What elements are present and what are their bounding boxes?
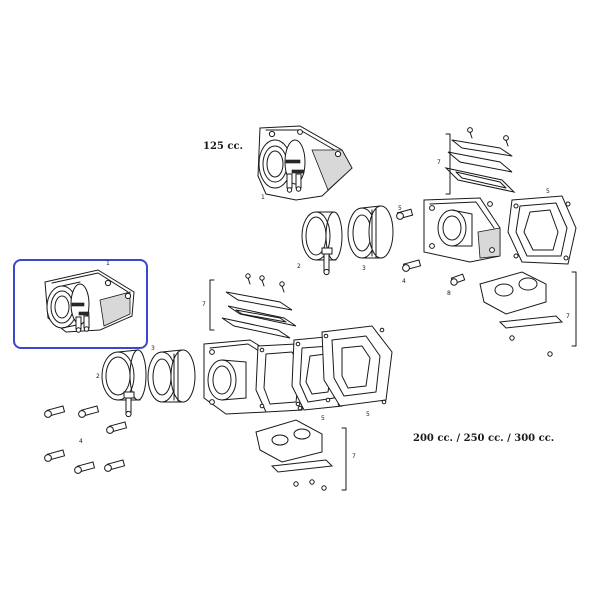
callout-2-125: 2 (297, 263, 301, 270)
screw-8[interactable] (450, 273, 466, 286)
selected-part-highlight[interactable] (13, 259, 148, 349)
callout-4-right: 4 (402, 278, 406, 285)
bolt-125cc-lower[interactable] (402, 259, 422, 272)
reed-valve-manifold-125cc[interactable] (423, 197, 501, 263)
callout-7-lower: 7 (352, 453, 356, 460)
caption-200-250-300cc: 200 cc. / 250 cc. / 300 cc. (413, 433, 554, 444)
gasket-screws-center[interactable] (245, 273, 285, 293)
callout-5-bolt: 5 (398, 205, 402, 212)
callout-5-top: 5 (546, 188, 550, 195)
bolt-set-left[interactable] (44, 405, 128, 474)
callout-1-highlight: 1 (106, 260, 110, 267)
gasket-set-center[interactable] (209, 279, 297, 339)
reed-block-plate-c[interactable] (321, 325, 393, 407)
reed-block-plate-125cc[interactable] (507, 195, 577, 265)
gasket-set-lower[interactable] (255, 419, 347, 491)
gasket-set-125cc[interactable] (444, 133, 516, 195)
gasket-screws-125cc[interactable] (467, 127, 509, 147)
callout-3-125: 3 (362, 265, 366, 272)
highlighted-intake-manifold[interactable] (44, 269, 135, 333)
callout-2-large: 2 (96, 373, 100, 380)
callout-7-center: 7 (202, 301, 206, 308)
intake-manifold-125cc[interactable] (257, 125, 353, 201)
gasket-set-right-lower[interactable] (479, 271, 577, 357)
callout-5-right: 5 (366, 411, 370, 418)
callout-4-left: 4 (79, 438, 83, 445)
hose-clamp-large[interactable] (101, 349, 147, 418)
bolt-125cc-upper[interactable] (396, 208, 414, 220)
callout-3-large: 3 (151, 345, 155, 352)
callout-7-right: 7 (566, 313, 570, 320)
hose-clamp-125cc[interactable] (301, 211, 343, 276)
callout-1-125: 1 (261, 194, 265, 201)
caption-125cc: 125 cc. (203, 141, 243, 152)
rubber-sleeve-125cc[interactable] (347, 205, 394, 259)
rubber-sleeve-large[interactable] (147, 349, 196, 403)
callout-5-center: 5 (321, 415, 325, 422)
callout-7-top: 7 (437, 159, 441, 166)
callout-8: 8 (447, 290, 451, 297)
